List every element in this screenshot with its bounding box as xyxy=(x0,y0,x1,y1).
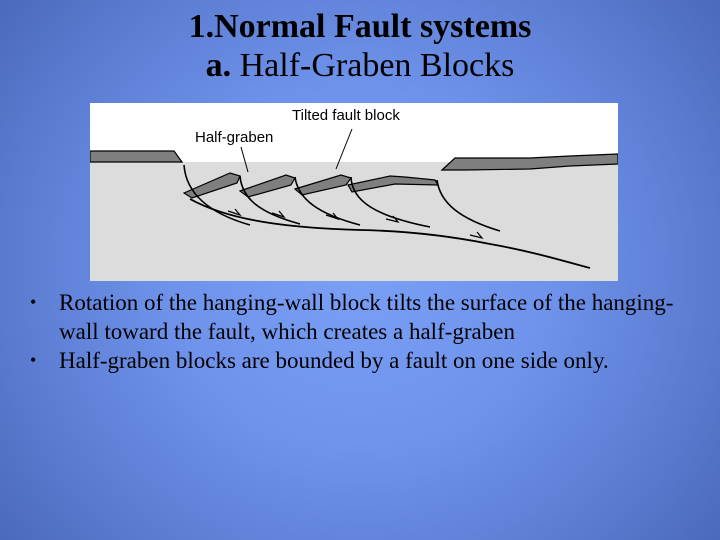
bullet-marker: • xyxy=(30,346,36,375)
bullet-marker: • xyxy=(30,288,36,317)
bullet-item: • Half-graben blocks are bounded by a fa… xyxy=(30,346,690,375)
bullet-item: • Rotation of the hanging-wall block til… xyxy=(30,288,690,346)
fault-cross-section: Tilted fault block Half-graben xyxy=(90,103,618,281)
title-line-2: a. Half-Graben Blocks xyxy=(0,46,720,86)
slide-title: 1.Normal Fault systems a. Half-Graben Bl… xyxy=(0,8,720,86)
bullet-text: Rotation of the hanging-wall block tilts… xyxy=(59,290,673,344)
bullet-text: Half-graben blocks are bounded by a faul… xyxy=(59,348,609,373)
bullet-list: • Rotation of the hanging-wall block til… xyxy=(30,288,690,375)
half-graben-diagram: Tilted fault block Half-graben xyxy=(90,103,618,281)
title-subsection-marker: a. xyxy=(206,47,232,84)
title-line-1: 1.Normal Fault systems xyxy=(0,8,720,46)
label-tilted-fault-block: Tilted fault block xyxy=(292,107,400,124)
title-subsection-text: Half-Graben Blocks xyxy=(231,47,514,84)
crust-lower xyxy=(90,162,618,281)
stratum-left xyxy=(90,151,182,162)
label-half-graben: Half-graben xyxy=(195,129,273,146)
